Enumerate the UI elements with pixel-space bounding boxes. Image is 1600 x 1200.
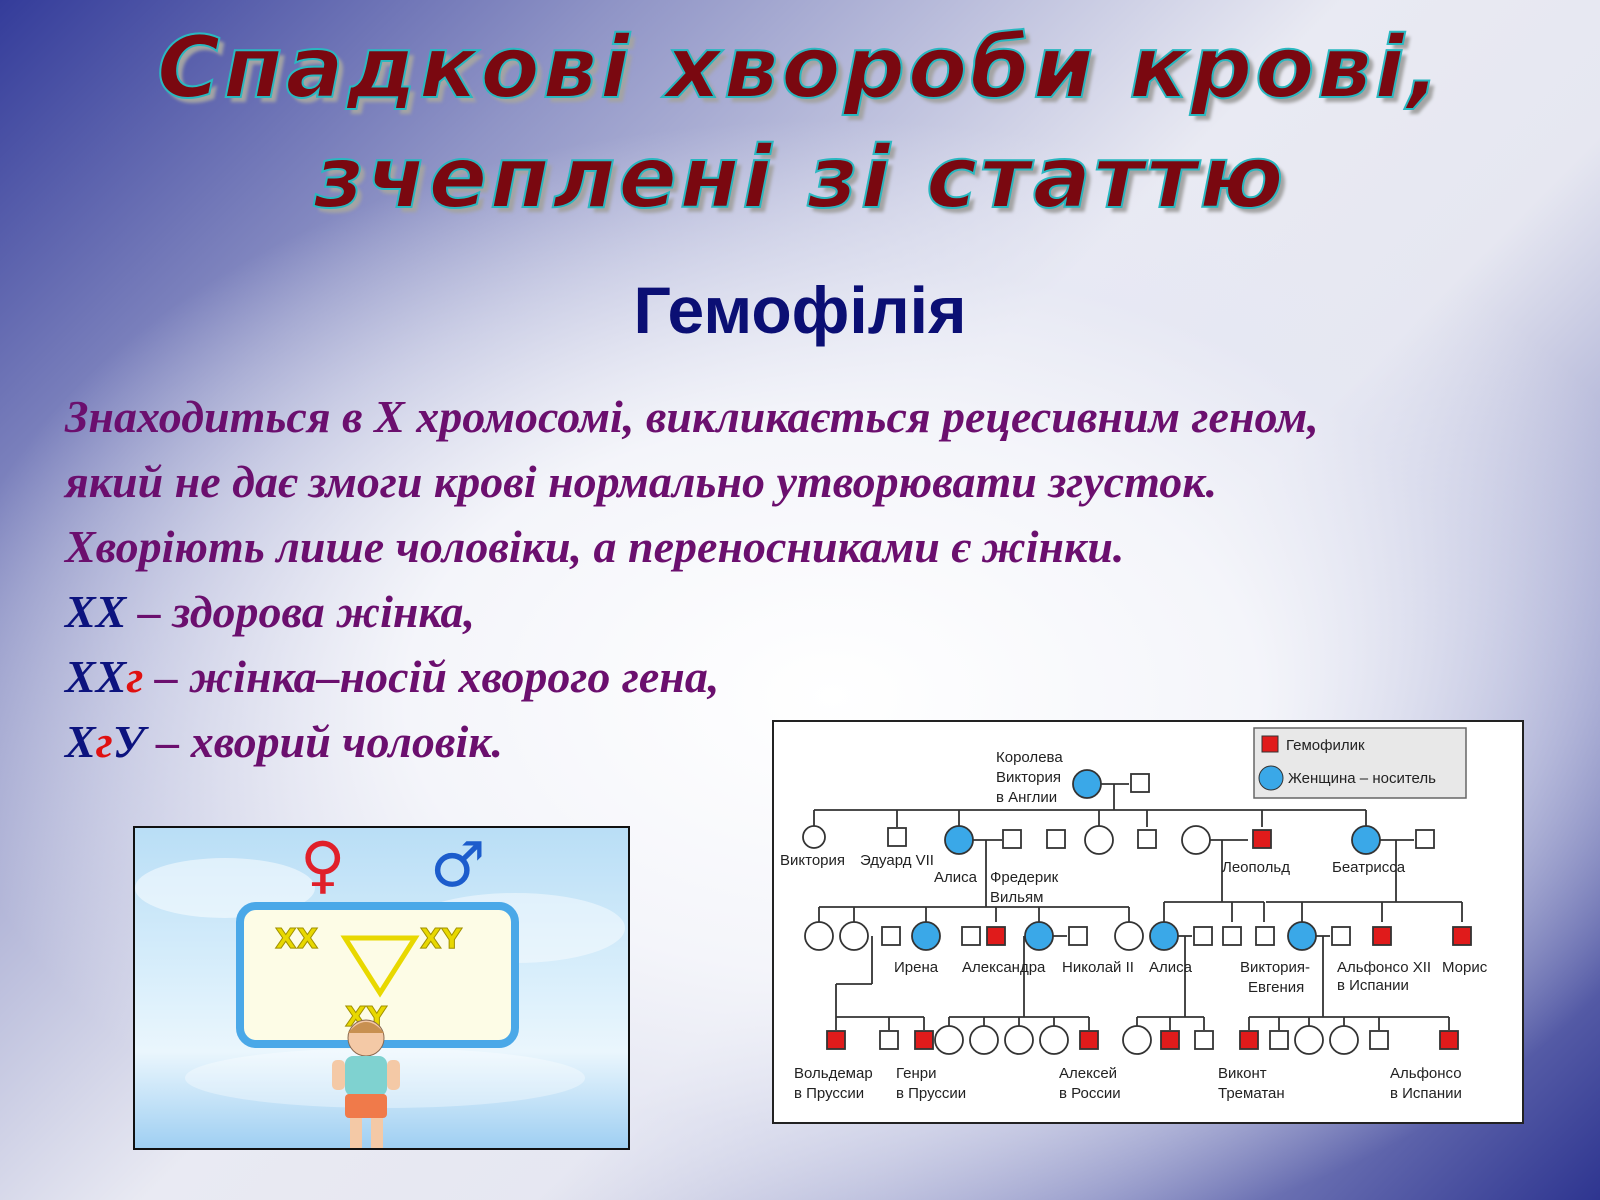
body-line-2: який не дає змоги крові нормально утворю… [65,456,1218,507]
child-chromosome-illustration: ♀ ♂ XX XY XY [133,826,630,1150]
pedigree-labels: Королева Виктория в Англии Виктория Эдуа… [780,749,1488,1102]
gene-marker: г [95,716,113,767]
label-queen-3: в Англии [996,789,1057,806]
label-genri-1: Генри [896,1065,936,1082]
label-alfonso-2: в Испании [1390,1085,1462,1102]
genotype-x: Х [65,716,96,767]
label-viktoria-ev-1: Виктория- [1240,959,1310,976]
label-viktoria-ev-2: Евгения [1248,979,1304,996]
pedigree-legend: Гемофилик Женщина – носитель [1253,727,1467,799]
slide-title-line-1: Спадкові хвороби крові, [156,17,1443,119]
body-line-3: Хворіють лише чоловіки, а переносниками … [65,521,1125,572]
male-symbol-icon: ♂ [430,828,486,901]
genotype-xgy-desc: – хворий чоловік. [144,716,504,767]
label-alfonso12-2: в Испании [1337,977,1409,994]
label-queen-1: Королева [996,749,1063,766]
slide-subtitle: Гемофілія [633,273,967,347]
genotype-sick-man: ХгУ – хворий чоловік. [65,715,503,768]
label-genri-2: в Пруссии [896,1085,966,1102]
genotype-xxg: ХХ [65,651,127,702]
genotype-xx-desc: – здорова жінка, [126,586,476,637]
label-leopold: Леопольд [1222,859,1290,876]
affected-legend-icon [1261,735,1279,753]
label-voldemar-1: Вольдемар [794,1065,873,1082]
gene-marker: г [126,651,144,702]
carrier-legend-icon [1258,765,1284,791]
label-aleksandra: Александра [962,959,1046,976]
child-figure-icon [332,1019,400,1148]
label-beatrissa: Беатрисса [1332,859,1406,876]
hemophilia-pedigree-chart: Гемофилик Женщина – носитель Королева Ви… [772,720,1524,1124]
label-alisa-1: Алиса [934,869,978,886]
slide-title-line-2: зчеплені зі статтю [313,127,1287,229]
genotype-carrier-woman: ХХг – жінка–носій хворого гена, [65,650,719,703]
genotype-y: У [112,716,145,767]
legend-carrier: Женщина – носитель [1288,770,1436,787]
genotype-xx: ХХ [65,586,127,637]
label-alisa-2: Алиса [1149,959,1193,976]
label-alfonso-1: Альфонсо [1390,1065,1462,1082]
xx-label: XX [275,922,319,955]
label-frederik-2: Вильям [990,889,1043,906]
body-line-1: Знаходиться в Х хромосомі, викликається … [65,391,1319,442]
label-aleksei-1: Алексей [1059,1065,1117,1082]
genotype-healthy-woman: ХХ – здорова жінка, [65,585,475,638]
genotype-xxg-desc: – жінка–носій хворого гена, [143,651,720,702]
label-queen-2: Виктория [996,769,1061,786]
label-viskont-2: Трематан [1218,1085,1285,1102]
label-viskont-1: Виконт [1218,1065,1267,1082]
label-frederik-1: Фредерик [990,869,1059,886]
pedigree-symbols [802,769,1472,1055]
female-symbol-icon: ♀ [300,828,345,901]
label-eduard: Эдуард VII [860,852,934,869]
label-voldemar-2: в Пруссии [794,1085,864,1102]
legend-affected: Гемофилик [1286,737,1365,754]
label-viktoria: Виктория [780,852,845,869]
label-aleksei-2: в России [1059,1085,1121,1102]
label-alfonso12-1: Альфонсо XII [1337,959,1431,976]
label-irena: Ирена [894,959,939,976]
label-moris: Морис [1442,959,1488,976]
xy-label-right: XY [420,922,463,955]
label-nikolai: Николай II [1062,959,1134,976]
